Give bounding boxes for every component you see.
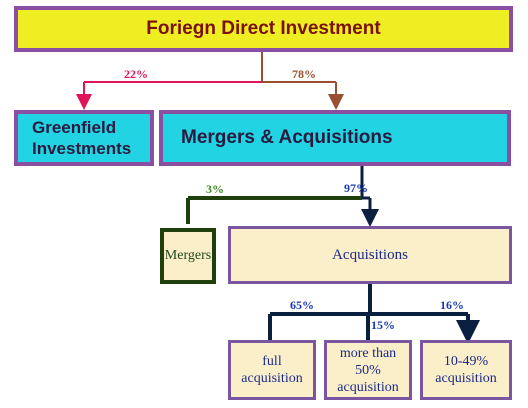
ma-percent: 78% [292,67,316,81]
greenfield-label: Greenfield Investments [32,118,132,158]
majority-acquisition-percent: 15% [371,318,395,332]
ma-connector [186,166,379,227]
greenfield-percent: 22% [124,67,148,81]
full-acquisition-box: full acquisition [228,340,316,400]
full-acquisition-label: full acquisition [241,354,303,386]
majority-acquisition-label: more than 50% acquisition [337,345,399,395]
acquisitions-percent: 97% [344,181,368,195]
fdi-connector [76,52,344,110]
mergers-box: Mergers [160,228,216,284]
minority-acquisition-label: 10-49% acquisition [435,354,497,386]
minority-acquisition-box: 10-49% acquisition [420,340,512,400]
full-acquisition-percent: 65% [290,298,314,312]
acquisitions-connector [268,284,480,344]
fdi-title-box: Foriegn Direct Investment [14,6,513,52]
acquisitions-label: Acquisitions [332,246,408,263]
majority-acquisition-box: more than 50% acquisition [324,340,412,400]
mergers-percent: 3% [206,182,224,196]
minority-acquisition-percent: 16% [440,298,464,312]
fdi-title: Foriegn Direct Investment [146,18,381,39]
mergers-acquisitions-label: Mergers & Acquisitions [181,127,393,148]
mergers-label: Mergers [164,248,212,263]
greenfield-box: Greenfield Investments [14,110,154,166]
mergers-acquisitions-box: Mergers & Acquisitions [159,110,511,166]
acquisitions-box: Acquisitions [228,226,512,284]
